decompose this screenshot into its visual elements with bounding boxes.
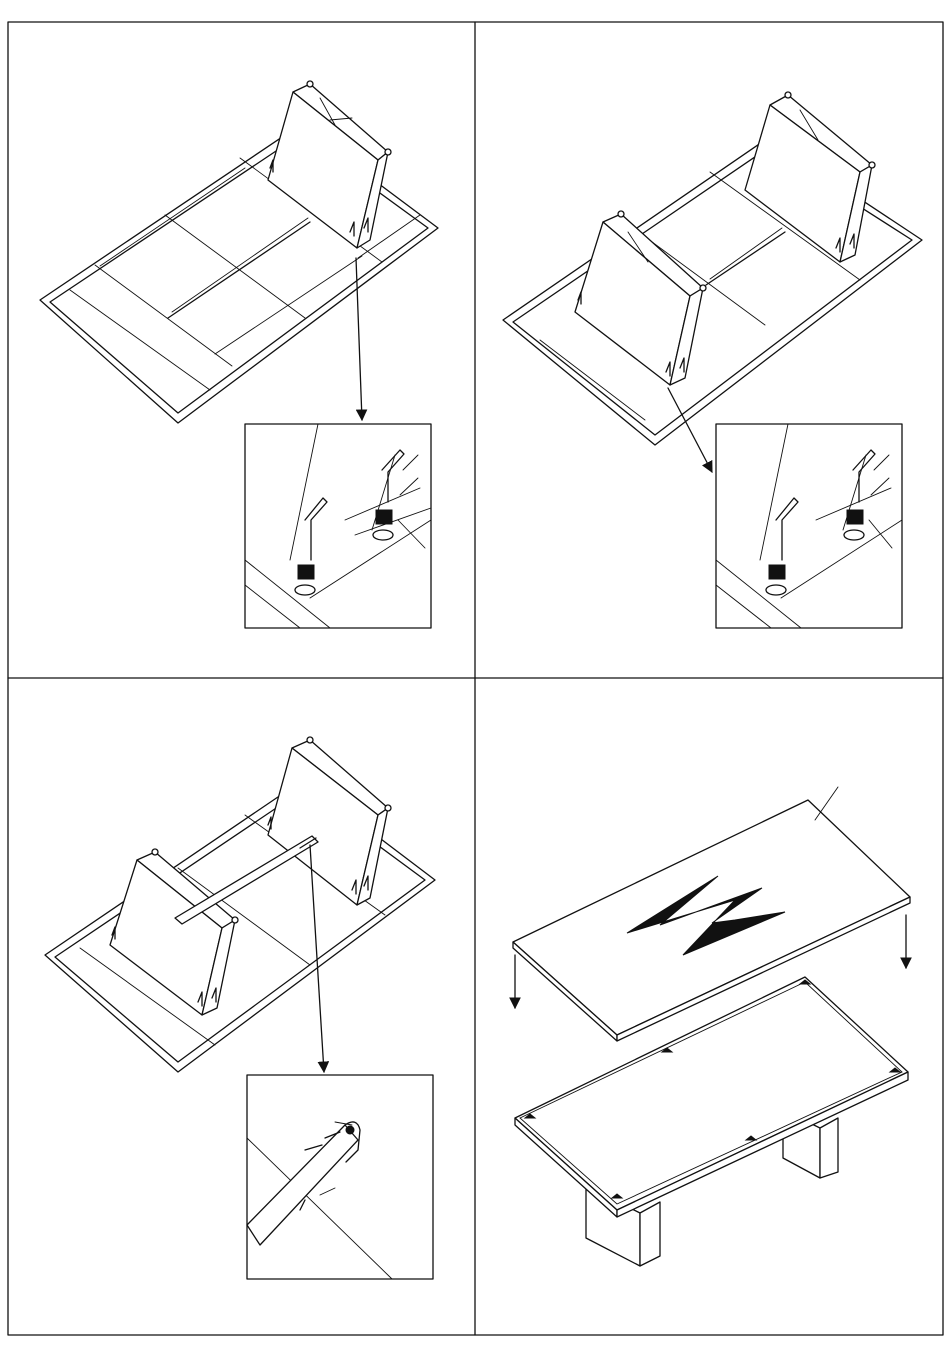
detail-inset-icon: [716, 424, 902, 628]
arrow-down-icon: [356, 258, 362, 420]
step-frame-raise-first-leg: [40, 81, 438, 628]
leg-panel-icon: [268, 81, 391, 248]
detail-inset-icon: [245, 424, 431, 628]
step-frame-raise-second-leg: [503, 92, 922, 628]
leg-panel-icon: [575, 211, 706, 385]
leg-panel-icon: [745, 92, 875, 262]
table-base-icon: [515, 977, 908, 1266]
leg-panel-icon: [268, 737, 391, 905]
arrow-down-icon: [310, 845, 324, 1072]
step-place-tabletop: [513, 787, 910, 1266]
crossbar-icon: [175, 836, 318, 924]
detail-inset-icon: [247, 1075, 433, 1279]
leg-panel-icon: [110, 849, 238, 1015]
tabletop-icon: [513, 787, 910, 1041]
step-attach-crossbar: [45, 737, 435, 1279]
